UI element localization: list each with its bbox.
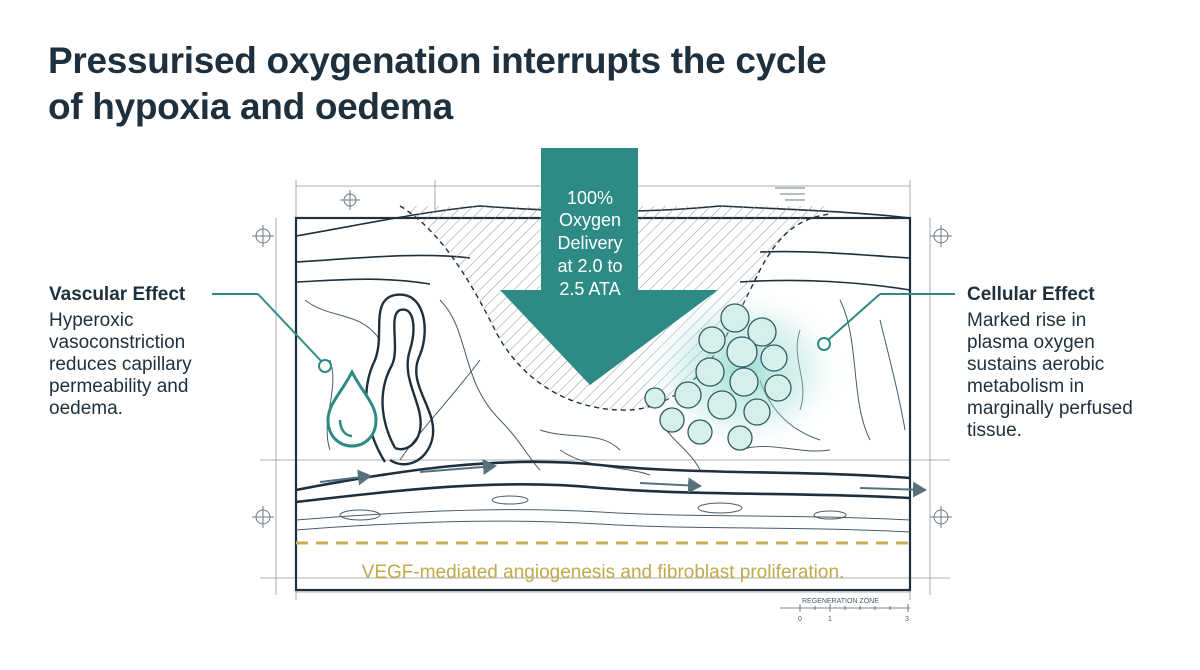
crosshair-markers (252, 187, 952, 528)
vascular-body-line: reduces capillary (49, 354, 192, 375)
vascular-body-line: oedema. (49, 398, 123, 419)
scale-bar (780, 604, 910, 612)
title-line-1: Pressurised oxygenation interrupts the c… (48, 40, 827, 81)
title-line-2: of hypoxia and oedema (48, 86, 453, 127)
vascular-body-line: Hyperoxic (49, 310, 134, 331)
vascular-effect-body: Hyperoxic vasoconstriction reduces capil… (49, 310, 259, 420)
page-title: Pressurised oxygenation interrupts the c… (48, 38, 948, 130)
vascular-callout-dot (318, 359, 332, 373)
vascular-body-line: permeability and (49, 376, 189, 397)
cellular-effect-heading: Cellular Effect (967, 284, 1095, 305)
vascular-effect-heading: Vascular Effect (49, 284, 186, 305)
cellular-effect-body: Marked rise in plasma oxygen sustains ae… (967, 310, 1187, 442)
oxygen-delivery-arrow (500, 148, 718, 385)
capillary-loop (365, 293, 435, 466)
cellular-body-line: marginally perfused (967, 398, 1133, 419)
cellular-body-line: tissue. (967, 420, 1022, 441)
scale-tick-3: 3 (905, 616, 909, 623)
arrow-text-line-3: Delivery (557, 233, 622, 253)
arrow-text-line-1: 100% (567, 188, 613, 208)
arrow-text-line-5: 2.5 ATA (559, 279, 620, 299)
cellular-body-line: Marked rise in (967, 310, 1087, 331)
cell-cluster (644, 303, 792, 451)
vascular-body-line: vasoconstriction (49, 332, 186, 353)
scale-tick-1: 1 (828, 616, 832, 623)
cellular-callout (817, 293, 955, 351)
regeneration-caption: VEGF-mediated angiogenesis and fibroblas… (362, 562, 845, 583)
scale-tick-0: 0 (798, 616, 802, 623)
blood-vessel (295, 460, 911, 504)
vascular-callout (212, 293, 332, 373)
cellular-body-line: plasma oxygen (967, 332, 1095, 353)
flow-arrows (319, 458, 927, 498)
cellular-body-line: metabolism in (967, 376, 1085, 397)
arrow-text-line-4: at 2.0 to (557, 256, 622, 276)
scale-bar-label: REGENERATION ZONE (802, 598, 879, 605)
droplet-icon (326, 368, 378, 448)
arrow-text-line-2: Oxygen (559, 210, 621, 230)
fibrous-layer (295, 495, 911, 533)
cellular-callout-dot (817, 337, 831, 351)
cellular-body-line: sustains aerobic (967, 354, 1105, 375)
